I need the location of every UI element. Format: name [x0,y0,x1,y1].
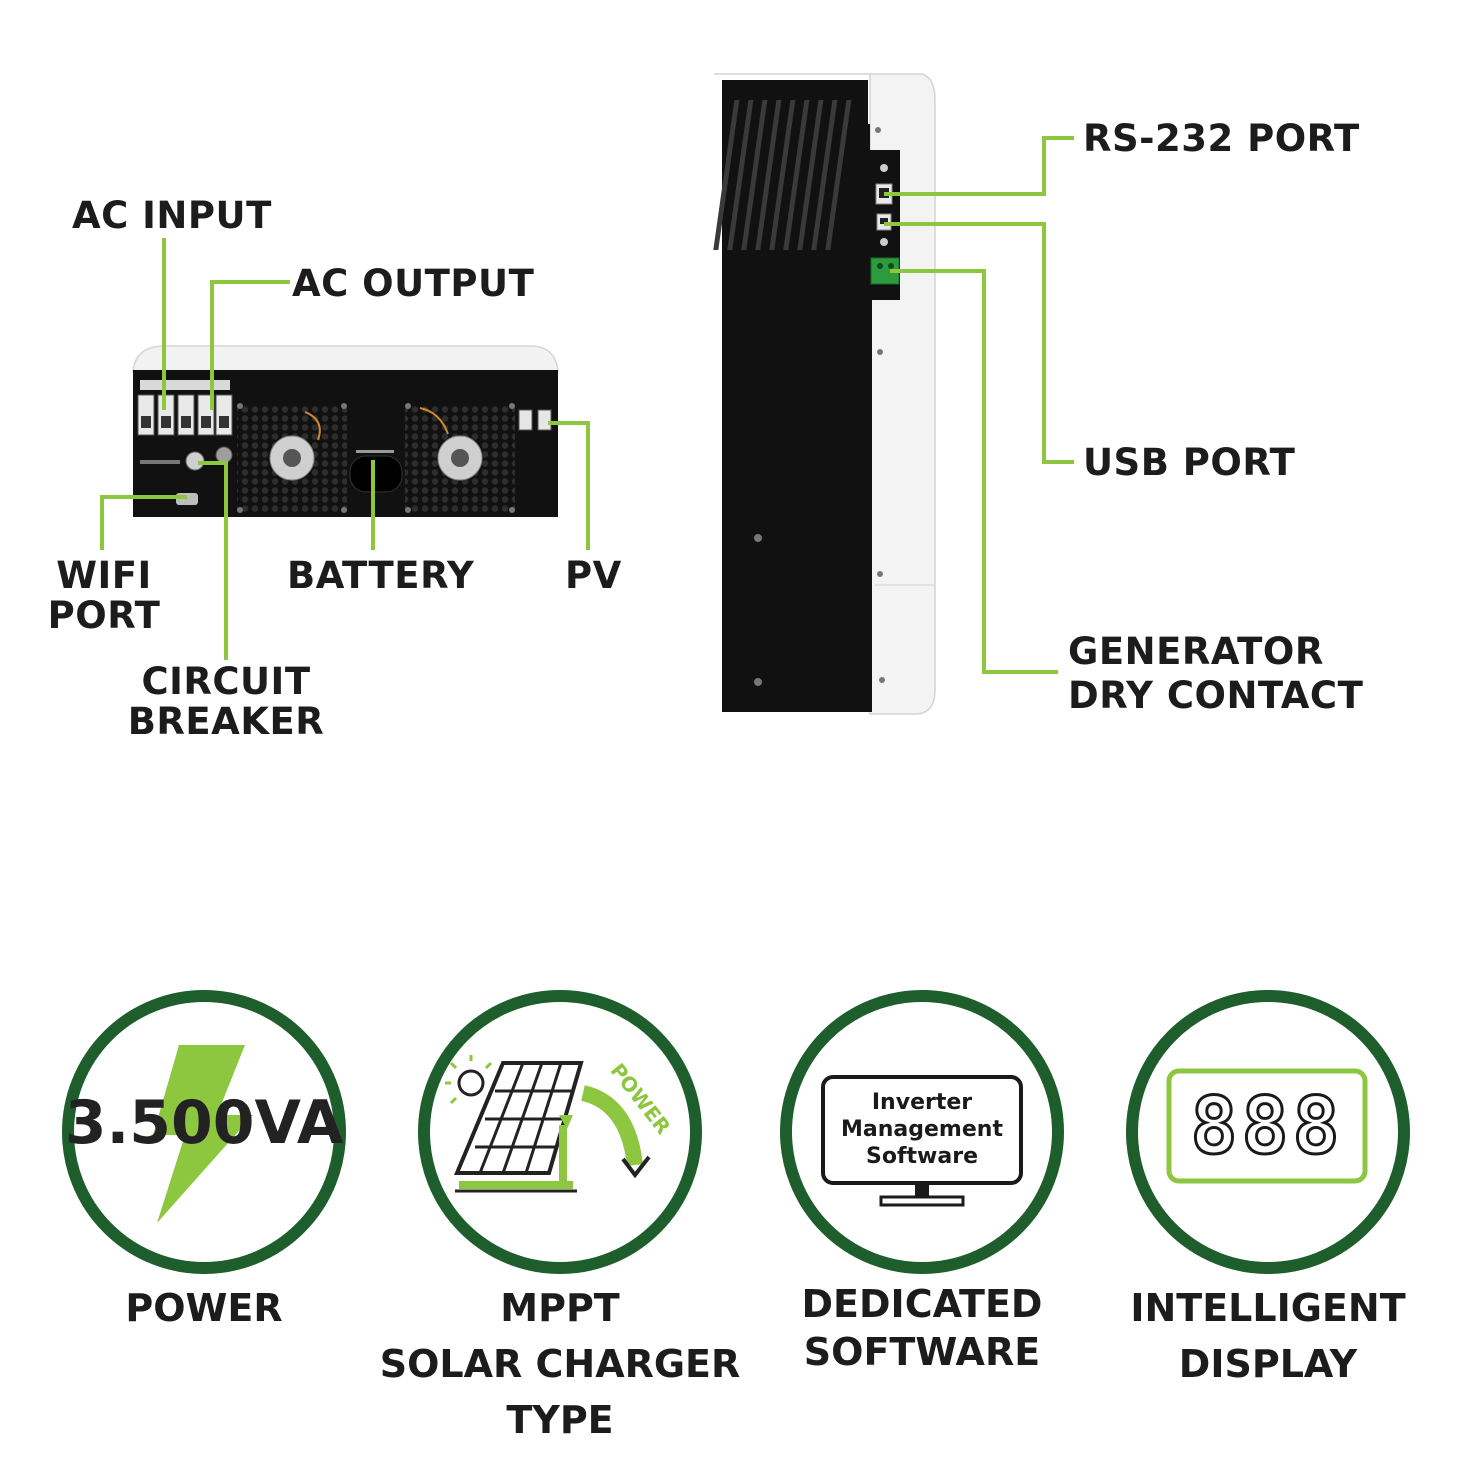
feature-power-caption-line1: POWER [125,1286,283,1330]
feature-display-caption-line1: INTELLIGENT [1130,1286,1406,1330]
feature-software-caption-line2: SOFTWARE [803,1330,1041,1374]
screen-text-line1: Inverter [872,1090,972,1115]
wifi-port-label-line2: PORT [47,594,161,637]
pv-label: PV [565,554,622,597]
rs232-port-label: RS-232 PORT [1083,117,1360,160]
feature-software-caption-line1: DEDICATED [801,1282,1043,1326]
circuit-breaker-label: CIRCUIT BREAKER [126,662,326,742]
feature-power-badge: 3.500VA [62,990,346,1274]
seven-segment-display-icon [1166,1068,1368,1184]
ac-output-label: AC OUTPUT [292,262,535,305]
inverter-side-panel [713,73,1074,715]
generator-label-line2: DRY CONTACT [1068,674,1364,717]
generator-dry-contact-label: GENERATOR DRY CONTACT [1068,630,1363,718]
wifi-port-label-line1: WIFI [56,554,152,597]
feature-solar-caption-line1: MPPT [500,1286,620,1330]
circuit-breaker-label-line1: CIRCUIT [141,660,311,703]
battery-label: BATTERY [287,554,475,597]
feature-software-caption: DEDICATED SOFTWARE [772,1280,1072,1376]
monitor-icon [821,1075,1023,1207]
lightning-bolt-icon [153,1045,253,1223]
power-rating-text: 3.500VA [65,1088,344,1158]
feature-power-caption: POWER [54,1280,354,1336]
inverter-front-panel [100,238,590,660]
circuit-breaker-label-line2: BREAKER [127,700,325,743]
feature-solar-badge: POWER [418,990,702,1274]
feature-display-caption-line2: DISPLAY [1178,1342,1358,1386]
feature-display-badge: 888 [1126,990,1410,1274]
screen-text-line3: Software [866,1144,978,1169]
display-digits: 888 [1191,1082,1344,1172]
feature-solar-caption-line2: SOLAR CHARGER [379,1342,741,1386]
feature-solar-caption-line3: TYPE [506,1398,614,1442]
screen-text-line2: Management [841,1117,1003,1142]
wifi-port-label: WIFI PORT [40,556,168,636]
generator-label-line1: GENERATOR [1068,630,1324,673]
solar-panel-icon [445,1055,651,1193]
ac-input-label: AC INPUT [72,194,272,237]
feature-solar-caption: MPPT SOLAR CHARGER TYPE [360,1280,760,1448]
feature-software-badge: Inverter Management Software [780,990,1064,1274]
usb-port-label: USB PORT [1083,441,1296,484]
feature-display-caption: INTELLIGENT DISPLAY [1118,1280,1418,1392]
